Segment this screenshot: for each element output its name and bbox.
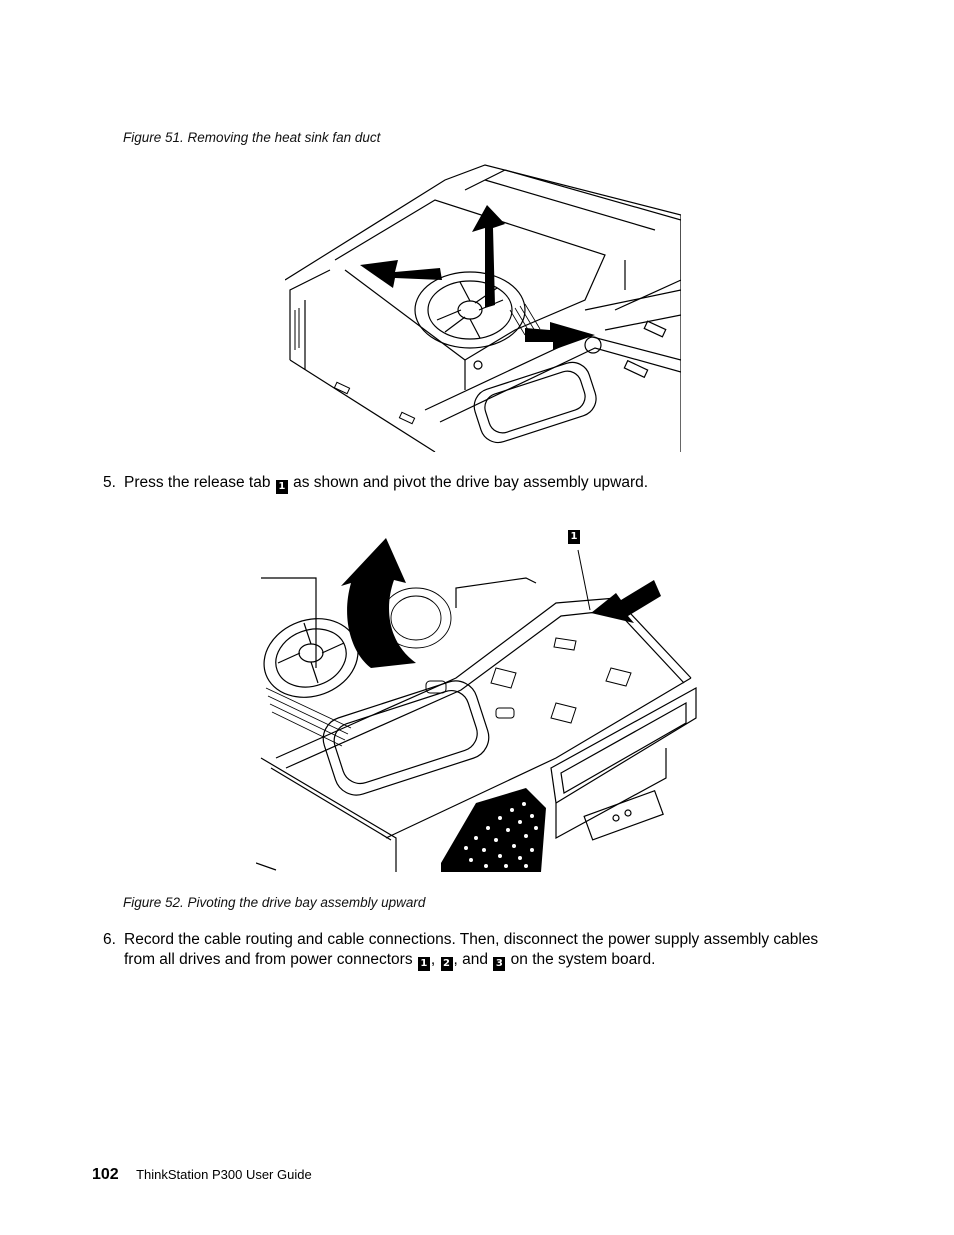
figure-52-callout-1: 1: [568, 530, 580, 544]
step-6-sep-2: , and: [453, 951, 489, 968]
step-5-text-before: Press the release tab: [124, 474, 271, 491]
figure-51-caption: Figure 51. Removing the heat sink fan du…: [123, 130, 381, 145]
step-6-sep-1: ,: [430, 951, 436, 968]
step-6-line-2a: from all drives and from power connector…: [124, 951, 413, 968]
guide-title: ThinkStation P300 User Guide: [136, 1167, 312, 1182]
step-5: 5. Press the release tab 1 as shown and …: [103, 473, 843, 494]
step-6-number: 6.: [103, 931, 116, 948]
step-6-badge-1: 1: [417, 957, 430, 971]
step-6-badge-2: 2: [440, 957, 453, 971]
step-6: 6. Record the cable routing and cable co…: [103, 930, 843, 971]
step-6-line-2b: on the system board.: [510, 951, 656, 968]
step-6-badge-3: 3: [493, 957, 506, 971]
step-5-number: 5.: [103, 474, 116, 491]
step-5-text-after: as shown and pivot the drive bay assembl…: [293, 474, 649, 491]
figure-52-illustration: [256, 538, 697, 872]
page-footer: 102 ThinkStation P300 User Guide: [92, 1166, 312, 1184]
figure-52-caption: Figure 52. Pivoting the drive bay assemb…: [123, 895, 426, 910]
figure-51-illustration: [285, 164, 681, 452]
step-6-line-1: Record the cable routing and cable conne…: [124, 931, 819, 948]
page-number: 102: [92, 1166, 119, 1183]
step-5-badge: 1: [275, 480, 288, 494]
